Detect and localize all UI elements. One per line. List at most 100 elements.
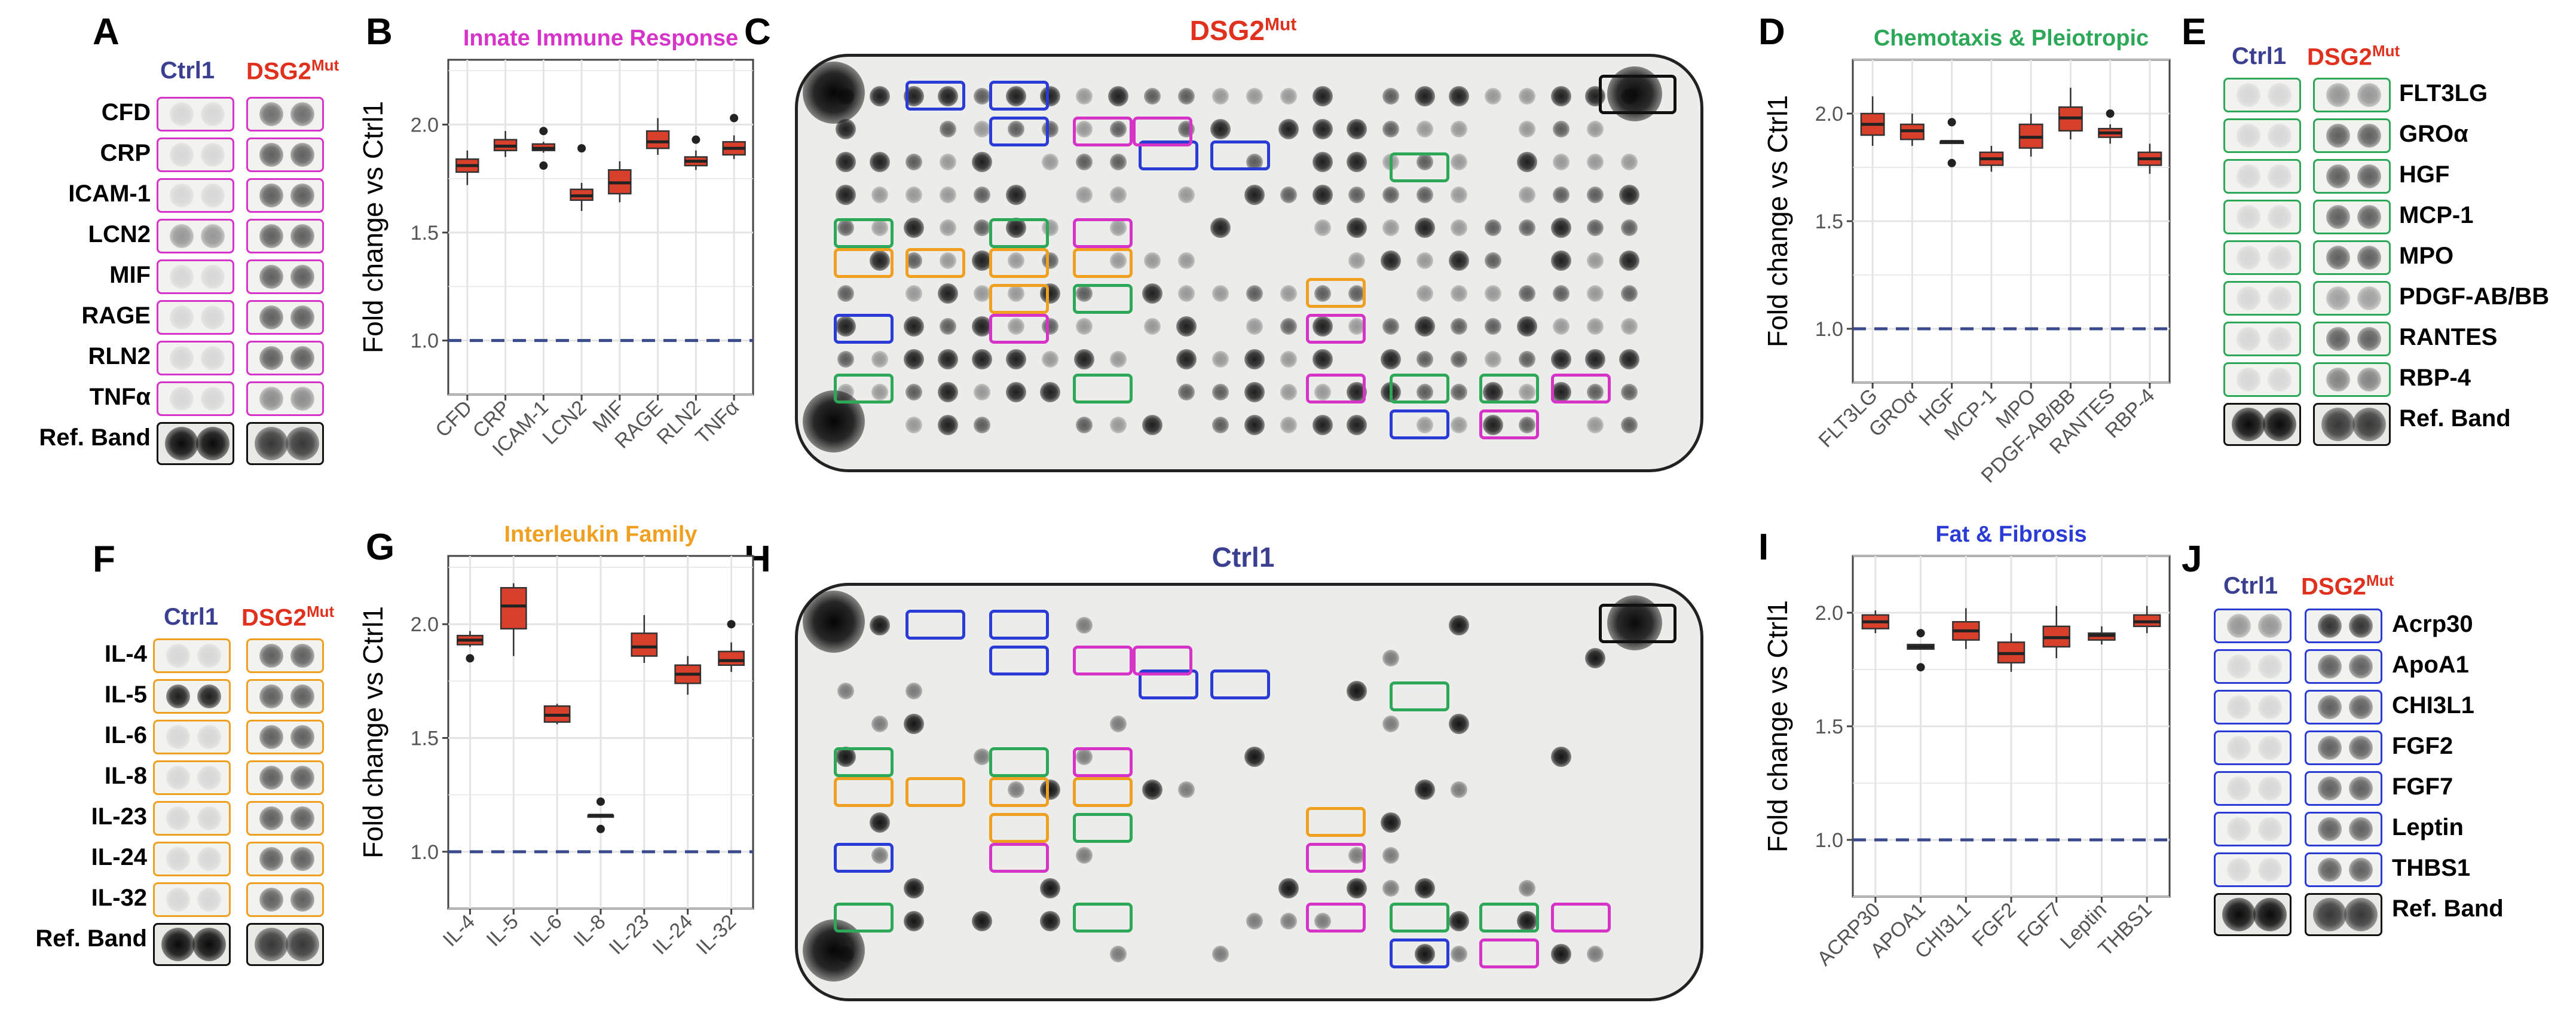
blot-dot	[166, 847, 190, 871]
mut-header-sup: Mut	[311, 56, 339, 74]
outlier-point	[2106, 109, 2115, 118]
analyte-label: IL-23	[91, 803, 147, 830]
array-spot	[1619, 349, 1639, 369]
array-spot	[870, 86, 890, 106]
box-IL-8	[587, 797, 614, 833]
blot-dot	[2258, 695, 2282, 719]
ref-band-label: Ref. Band	[2392, 895, 2504, 922]
blot-dot	[201, 102, 225, 126]
analyte-label: CHI3L1	[2392, 692, 2474, 719]
array-spot	[871, 384, 888, 401]
array-spot	[1553, 318, 1570, 335]
array-spot	[1076, 88, 1093, 105]
ref-band-mut	[2313, 403, 2391, 446]
x-tick-label: TNFα	[691, 396, 744, 449]
array-spot	[1040, 911, 1060, 931]
blot-dot	[201, 265, 225, 289]
blot-dot	[290, 684, 314, 708]
group-highlight-box	[1479, 903, 1539, 933]
x-tick-label: IL-4	[439, 910, 479, 951]
analyte-label: TNFα	[89, 384, 151, 410]
array-spot	[1587, 219, 1604, 236]
array-spot	[972, 250, 992, 271]
ref-band-label: Ref. Band	[2399, 405, 2511, 432]
array-spot	[1144, 252, 1161, 269]
array-membrane-ctrl	[795, 583, 1703, 1001]
blot-dot	[2318, 655, 2342, 678]
array-spot	[1621, 154, 1638, 170]
group-highlight-box	[1210, 140, 1270, 170]
blot-dot	[2227, 614, 2251, 638]
strip-ctrl	[2223, 200, 2301, 234]
strip-mut	[246, 97, 324, 132]
array-spot	[1382, 88, 1399, 105]
array-spot	[1449, 615, 1469, 635]
blot-dot	[166, 766, 190, 790]
array-spot	[904, 316, 924, 337]
strip-ctrl	[153, 760, 231, 795]
analyte-label: IL-6	[104, 722, 147, 748]
group-highlight-box	[1073, 374, 1133, 403]
array-spot	[870, 250, 890, 271]
array-spot	[1585, 648, 1605, 668]
blot-dot	[290, 766, 314, 790]
array-spot	[1076, 748, 1093, 765]
array-spot	[938, 415, 958, 435]
array-spot	[1076, 847, 1093, 864]
strip-mut	[2305, 812, 2382, 846]
chart-title: Interleukin Family	[504, 522, 697, 547]
box-CFD	[455, 150, 479, 185]
blot-dot	[2318, 858, 2342, 882]
blot-dot	[170, 387, 194, 411]
analyte-label: IL-8	[104, 763, 147, 789]
array-spot	[905, 683, 922, 699]
x-tick-label: LCN2	[538, 396, 591, 449]
x-tick-label: IL-6	[525, 910, 566, 951]
y-tick-label: 1.0	[411, 330, 439, 353]
blot-dot	[259, 725, 283, 749]
group-highlight-box	[1073, 117, 1133, 146]
array-spot	[1110, 716, 1127, 732]
strip-mut	[2313, 281, 2391, 316]
y-tick-label: 1.5	[1815, 716, 1843, 738]
array-spot	[871, 847, 888, 864]
array-spot	[1347, 415, 1367, 435]
array-spot	[1451, 318, 1467, 335]
blot-dot	[201, 224, 225, 248]
box-IL-6	[543, 704, 571, 724]
array-spot	[1314, 913, 1331, 930]
strip-mut	[2313, 200, 2391, 234]
array-spot	[1449, 250, 1469, 271]
array-spot	[1178, 187, 1195, 203]
strip-ctrl	[2214, 812, 2292, 846]
array-spot	[1553, 285, 1570, 302]
box-Leptin	[2088, 626, 2116, 645]
array-spot	[974, 219, 990, 236]
group-highlight-box	[1073, 813, 1133, 843]
blot-dot	[166, 684, 190, 708]
group-highlight-box	[1306, 374, 1366, 403]
array-spot	[905, 187, 922, 203]
blot-dot	[259, 387, 283, 411]
blot-dot	[255, 928, 288, 961]
array-spot	[1278, 119, 1299, 139]
array-spot	[1006, 349, 1026, 369]
array-spot	[1280, 318, 1297, 335]
blot-dot	[197, 847, 221, 871]
array-spot	[1553, 187, 1570, 203]
strip-mut	[2313, 78, 2391, 112]
group-highlight-box	[989, 248, 1049, 278]
box-GROα	[1899, 114, 1925, 146]
strip-mut	[2305, 852, 2382, 887]
blot-dot	[2349, 614, 2373, 638]
group-highlight-box	[1390, 903, 1449, 933]
array-spot	[1417, 121, 1433, 137]
outlier-point	[730, 114, 739, 123]
strip-mut	[2313, 362, 2391, 397]
group-highlight-box	[1073, 646, 1133, 675]
blot-dot	[2237, 327, 2260, 351]
array-spot	[1415, 86, 1435, 106]
blot-dot	[259, 644, 283, 668]
array-spot	[1451, 154, 1467, 170]
